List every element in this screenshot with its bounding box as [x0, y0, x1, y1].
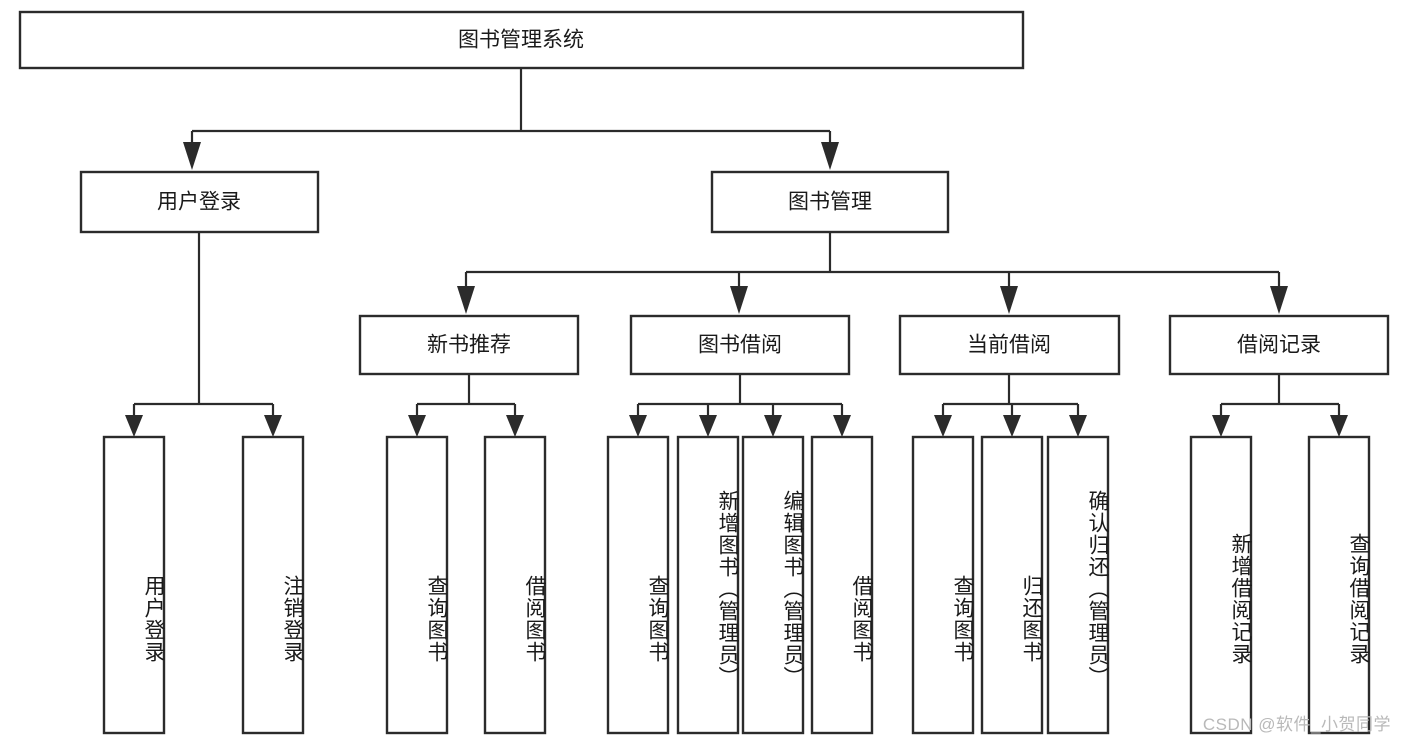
node-box-leaf-add-record[interactable] [1189, 435, 1253, 735]
node-label-user-login: 用户登录 [157, 191, 241, 214]
node-box-book-manage[interactable] [710, 170, 950, 234]
node-box-leaf-query-book-1[interactable] [385, 435, 449, 735]
node-box-leaf-borrow-book-1[interactable] [483, 435, 547, 735]
arrow-icon-root-user-login [183, 142, 201, 170]
node-label-borrow-record: 借阅记录 [1237, 334, 1321, 357]
arrow-icon-leaf-user-logout [264, 415, 282, 437]
node-box-leaf-add-book[interactable] [676, 435, 740, 735]
node-label-root: 图书管理系统 [458, 29, 584, 52]
node-box-leaf-query-record[interactable] [1307, 435, 1371, 735]
node-box-current-borrow[interactable] [898, 314, 1121, 376]
node-box-leaf-query-book-3[interactable] [911, 435, 975, 735]
connector-layer [132, 68, 1341, 415]
arrow-icon-root-book-manage [821, 142, 839, 170]
arrow-icon-leaf-confirm-return [1069, 415, 1087, 437]
node-label-book-borrow: 图书借阅 [698, 334, 782, 357]
node-label-book-manage: 图书管理 [788, 191, 872, 214]
arrowhead-layer [125, 142, 1348, 437]
node-box-leaf-edit-book[interactable] [741, 435, 805, 735]
node-box-leaf-user-login[interactable] [102, 435, 166, 735]
node-box-leaf-user-logout[interactable] [241, 435, 305, 735]
arrow-icon-leaf-borrow-book-1 [506, 415, 524, 437]
arrow-icon-leaf-add-book [699, 415, 717, 437]
arrow-icon-leaf-borrow-book-2 [833, 415, 851, 437]
node-box-leaf-query-book-2[interactable] [606, 435, 670, 735]
arrow-icon-leaf-user-login [125, 415, 143, 437]
arrow-icon-book-borrow [730, 286, 748, 314]
arrow-icon-leaf-query-book-1 [408, 415, 426, 437]
arrow-icon-current-borrow [1000, 286, 1018, 314]
node-box-user-login[interactable] [79, 170, 320, 234]
arrow-icon-leaf-return-book [1003, 415, 1021, 437]
node-box-book-borrow[interactable] [629, 314, 851, 376]
csdn-watermark: CSDN @软件_小贺同学 [1202, 715, 1391, 734]
node-box-leaf-confirm-return[interactable] [1046, 435, 1110, 735]
arrow-icon-borrow-record [1270, 286, 1288, 314]
arrow-icon-leaf-add-record [1212, 415, 1230, 437]
node-box-leaf-return-book[interactable] [980, 435, 1044, 735]
node-box-leaf-borrow-book-2[interactable] [810, 435, 874, 735]
arrow-icon-leaf-query-record [1330, 415, 1348, 437]
arrow-icon-leaf-edit-book [764, 415, 782, 437]
arrow-icon-new-book-recommend [457, 286, 475, 314]
node-label-new-book-recommend: 新书推荐 [427, 334, 511, 357]
node-box-root[interactable] [18, 10, 1025, 70]
arrow-icon-leaf-query-book-3 [934, 415, 952, 437]
node-box-new-book-recommend[interactable] [358, 314, 580, 376]
node-label-current-borrow: 当前借阅 [967, 334, 1051, 357]
node-layer: 图书管理系统 用户登录 图书管理 新书推荐 图书借阅 当前借阅 借阅记录 [18, 10, 1390, 735]
node-box-borrow-record[interactable] [1168, 314, 1390, 376]
arrow-icon-leaf-query-book-2 [629, 415, 647, 437]
